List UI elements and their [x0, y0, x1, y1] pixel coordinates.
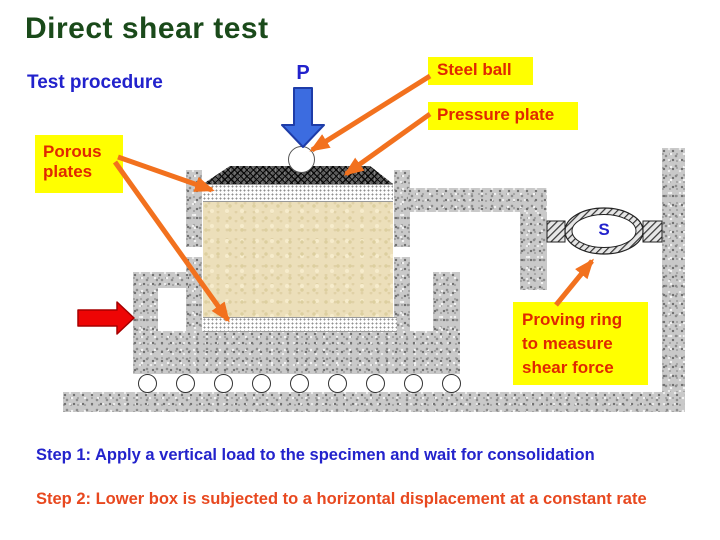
callout-proving-line3: shear force — [522, 358, 614, 377]
leader-arrow-proving-ring — [554, 258, 594, 307]
callout-porous-plates: Porous plates — [35, 135, 123, 193]
callout-proving-line2: to measure — [522, 334, 613, 353]
roller — [138, 374, 157, 393]
lower-box-outer-right-wall — [433, 272, 460, 332]
reaction-arm-vertical — [520, 212, 547, 290]
callout-steel-ball-text: Steel ball — [437, 60, 512, 79]
roller — [328, 374, 347, 393]
callout-proving-ring: Proving ring to measure shear force — [513, 302, 648, 385]
callout-pressure-plate: Pressure plate — [428, 102, 578, 130]
step-1-caption: Step 1: Apply a vertical load to the spe… — [36, 446, 595, 464]
callout-proving-line1: Proving ring — [522, 310, 623, 329]
load-label-p: P — [296, 62, 310, 84]
reaction-arm-horizontal — [408, 188, 547, 212]
base-plate — [63, 392, 685, 412]
roller — [290, 374, 309, 393]
soil-specimen — [203, 202, 393, 317]
callout-pressure-plate-text: Pressure plate — [437, 105, 555, 124]
vertical-load-arrow — [281, 87, 325, 148]
upper-box-left-wall — [186, 170, 202, 247]
horizontal-displacement-arrow — [77, 301, 135, 335]
right-reaction-wall — [662, 148, 685, 392]
roller — [252, 374, 271, 393]
lower-box-outer-left-wall — [133, 272, 158, 332]
roller-track — [0, 374, 720, 393]
porous-plate-bottom — [203, 317, 397, 332]
leader-arrow-steel-ball — [309, 73, 432, 153]
roller — [214, 374, 233, 393]
roller — [366, 374, 385, 393]
porous-plate-top — [203, 184, 393, 202]
leader-arrow-pressure-plate — [343, 111, 432, 177]
roller — [176, 374, 195, 393]
callout-porous-line2: plates — [43, 162, 93, 181]
callout-porous-line1: Porous — [43, 142, 102, 161]
steel-ball — [288, 146, 315, 173]
subtitle-test-procedure: Test procedure — [27, 72, 163, 93]
roller — [442, 374, 461, 393]
page-title: Direct shear test — [25, 12, 269, 45]
roller — [404, 374, 423, 393]
step-2-caption: Step 2: Lower box is subjected to a hori… — [36, 490, 647, 508]
lower-box-left-rim — [158, 272, 188, 288]
lower-box-floor — [133, 331, 460, 374]
upper-box-right-wall — [394, 170, 410, 247]
proving-ring-left-rod — [546, 220, 566, 243]
lower-box-right-wall-segment — [394, 257, 410, 331]
proving-ring-right-rod — [642, 220, 663, 243]
lower-box-left-wall-segment — [186, 257, 202, 331]
shear-label-s: S — [598, 220, 610, 239]
callout-steel-ball: Steel ball — [428, 57, 533, 85]
